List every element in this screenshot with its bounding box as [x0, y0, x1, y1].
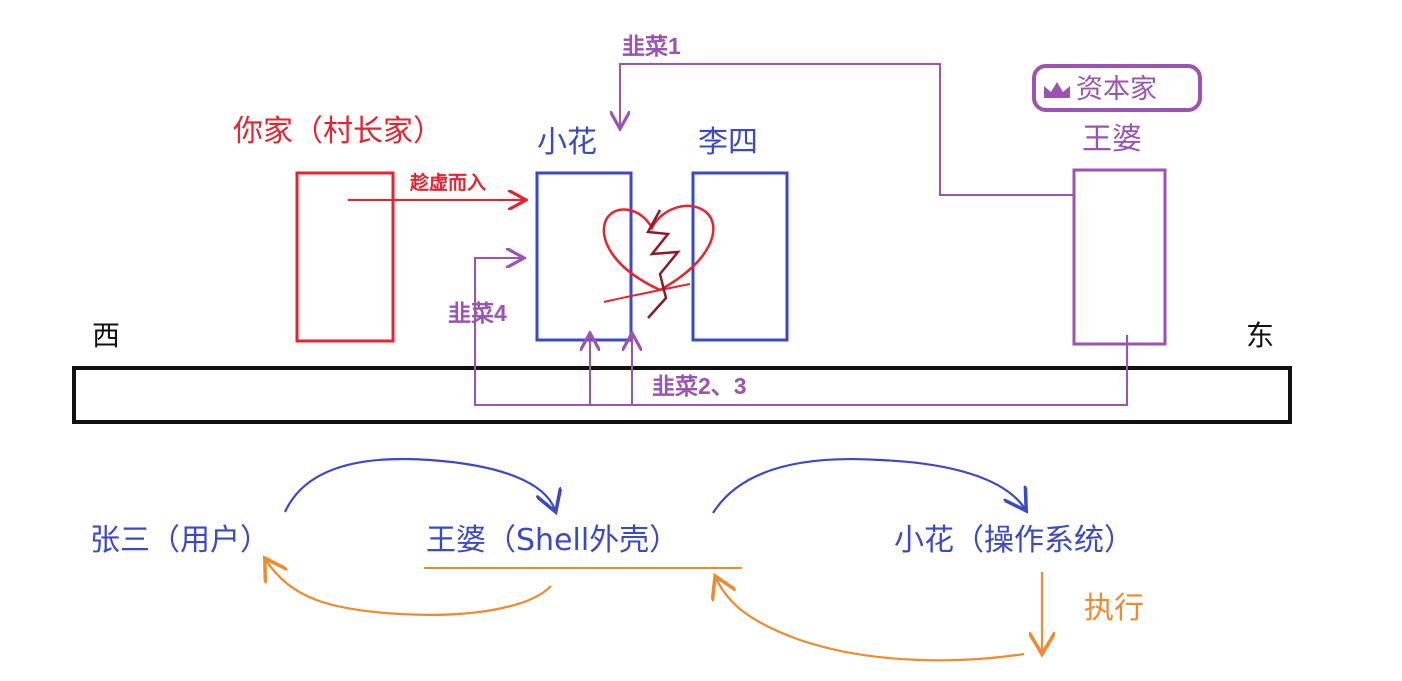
execute-label: 执行	[1084, 594, 1144, 624]
east-label: 东	[1246, 322, 1274, 350]
lisi-box	[693, 173, 787, 340]
west-label: 西	[92, 322, 120, 350]
wangpo-box	[1074, 170, 1165, 344]
shell-label: 王婆（Shell外壳）	[426, 526, 679, 556]
your-home-label: 你家（村长家）	[233, 117, 443, 147]
shell-to-os-arrow	[713, 459, 1025, 513]
crown-icon	[1042, 80, 1072, 100]
xiaohua-label: 小花	[537, 128, 597, 158]
os-to-shell-arrow	[716, 578, 1024, 660]
leek1-path	[620, 64, 1074, 195]
your-home-box	[297, 173, 393, 341]
leek-road-path	[475, 258, 1127, 405]
xiaohua-box	[537, 173, 631, 340]
user-to-shell-arrow	[285, 459, 555, 512]
leek1-label: 韭菜1	[622, 35, 681, 58]
capitalist-badge: 资本家	[1032, 64, 1202, 112]
sneak-in-label: 趁虚而入	[410, 174, 486, 193]
capitalist-label: 资本家	[1076, 76, 1157, 103]
os-label: 小花（操作系统）	[894, 526, 1134, 556]
user-label: 张三（用户）	[90, 526, 270, 556]
leek23-label: 韭菜2、3	[652, 375, 747, 398]
broken-heart-icon	[604, 206, 713, 318]
wangpo-label: 王婆	[1082, 125, 1142, 155]
lisi-label: 李四	[698, 128, 758, 158]
leek4-label: 韭菜4	[448, 302, 507, 325]
